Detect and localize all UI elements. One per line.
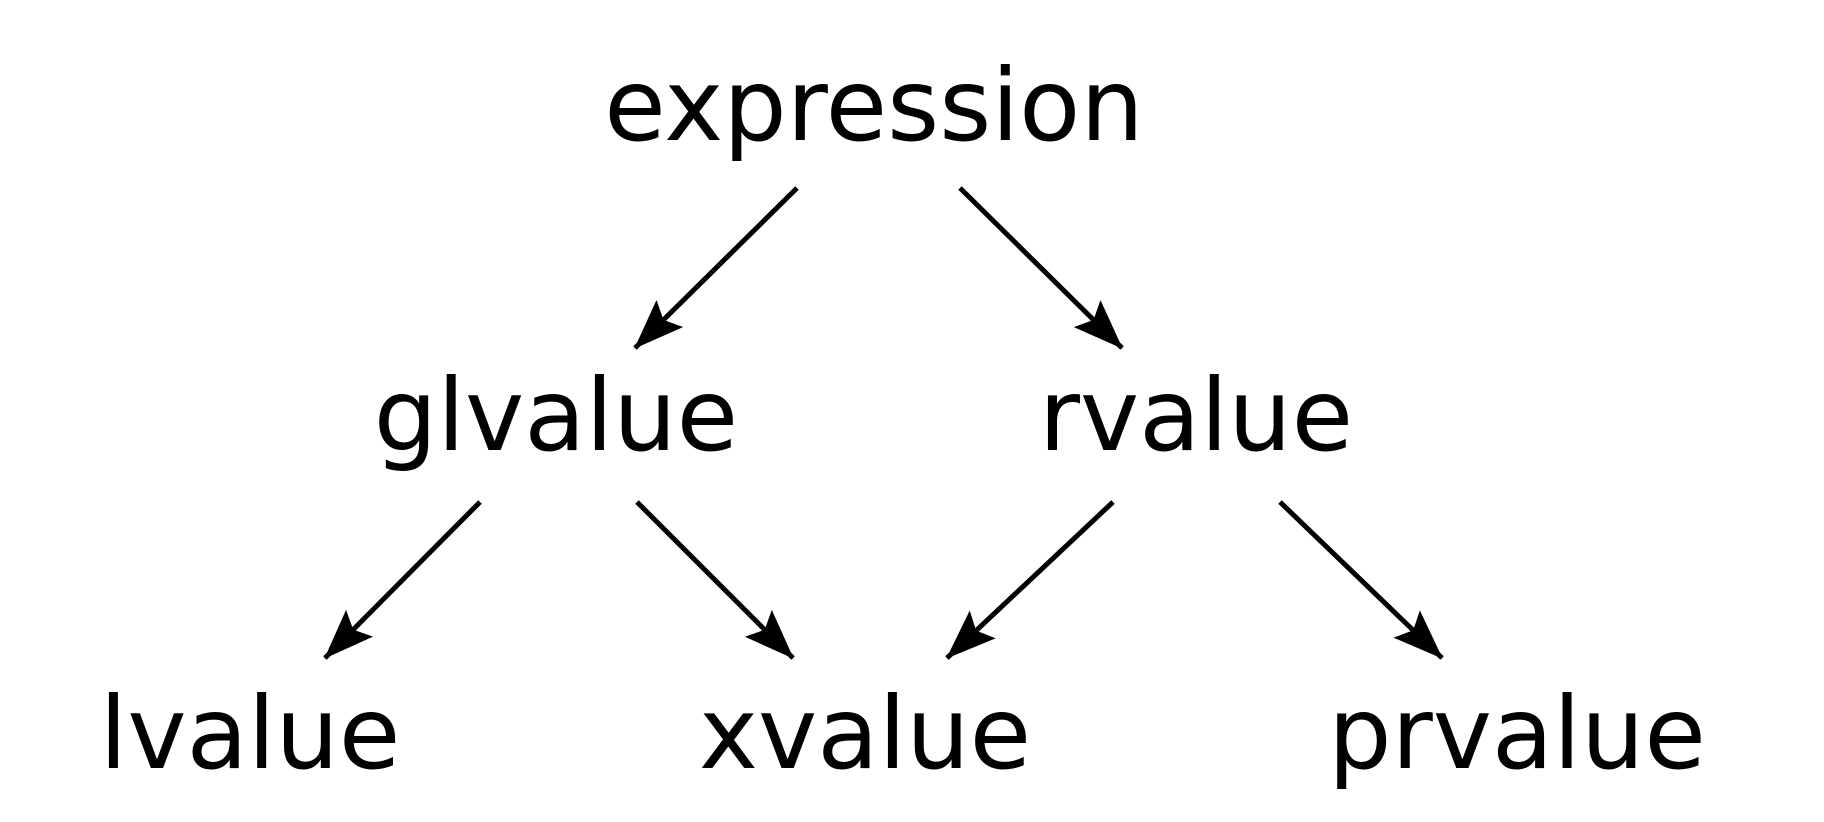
node-rvalue: rvalue bbox=[1039, 357, 1353, 474]
node-prvalue: prvalue bbox=[1328, 675, 1706, 792]
node-glvalue: glvalue bbox=[374, 357, 738, 474]
arrow-glvalue-to-xvalue bbox=[635, 500, 795, 660]
arrow-rvalue-to-xvalue bbox=[945, 500, 1115, 660]
arrow-glvalue-to-lvalue bbox=[323, 500, 482, 660]
arrow-expression-to-rvalue bbox=[958, 186, 1124, 350]
node-expression: expression bbox=[604, 47, 1143, 164]
arrow-expression-to-glvalue bbox=[633, 186, 799, 350]
node-xvalue: xvalue bbox=[699, 675, 1031, 792]
node-lvalue: lvalue bbox=[100, 675, 401, 792]
arrow-rvalue-to-prvalue bbox=[1278, 500, 1444, 660]
